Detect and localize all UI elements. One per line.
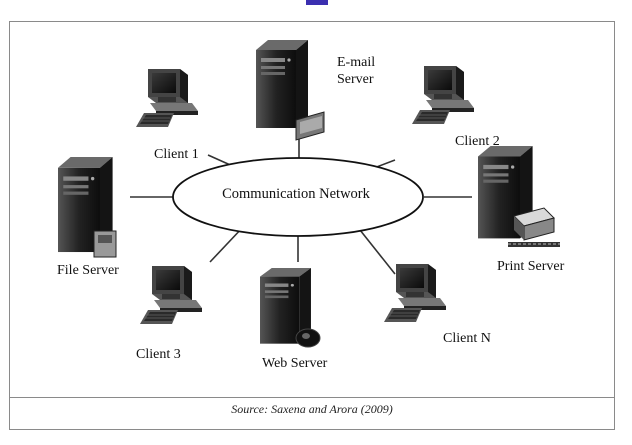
- client-1-label: Client 1: [154, 147, 199, 162]
- web-server-icon: [260, 268, 321, 348]
- client-2-label: Client 2: [455, 134, 500, 149]
- email-server-icon: [256, 40, 325, 141]
- link-client-n: [359, 229, 396, 275]
- header-accent-bar: [306, 0, 328, 5]
- print-server-icon: [478, 146, 560, 247]
- file-server-icon: [58, 157, 117, 258]
- email-server-label-line2: Server: [337, 72, 374, 87]
- client-3-label: Client 3: [136, 347, 181, 362]
- figure-frame: [9, 21, 615, 430]
- client-1-icon: [135, 68, 199, 128]
- client-2-icon: [411, 65, 475, 125]
- caption-divider: [9, 397, 615, 398]
- email-server-label-line1: E-mail: [337, 55, 376, 70]
- web-server-label: Web Server: [262, 356, 328, 371]
- network-label: Communication Network: [222, 186, 370, 202]
- communication-network-ellipse: [172, 157, 424, 237]
- source-caption: Source: Saxena and Arora (2009): [231, 402, 393, 416]
- print-server-label: Print Server: [497, 259, 565, 274]
- file-server-label: File Server: [57, 263, 119, 278]
- client-n-label: Client N: [443, 331, 491, 346]
- client-3-icon: [139, 265, 203, 325]
